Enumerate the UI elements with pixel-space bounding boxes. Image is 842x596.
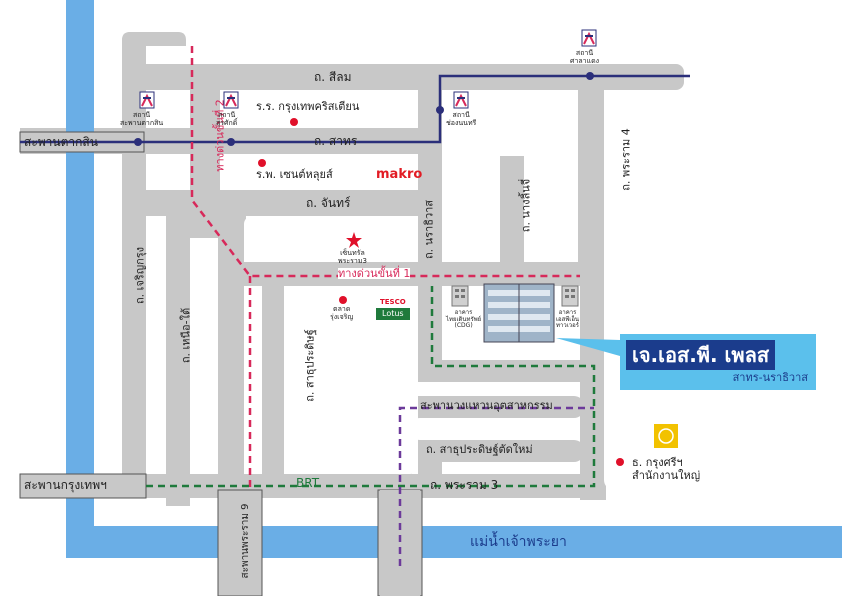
label-taksin-bridge: สะพานตากสิน [24,135,98,149]
label-exp2: ทางด่วนขั้นที่ 2 [213,99,227,172]
road-nang-linchi [500,156,524,266]
stop-chong-nonsi [436,106,444,114]
ss-tower-building-icon [561,285,579,307]
marker-talad-rungcharoen [339,296,347,304]
label-sathupradit-new: ถ. สาธุประดิษฐ์ตัดใหม่ [426,443,533,456]
place-markers [258,118,624,466]
bts-logo-surasak [223,91,239,109]
jsp-place-subtitle: สาทร-นราธิวาส [732,371,808,384]
station-taksin-label: สถานี สะพานตากสิน [120,111,164,127]
stop-surasak [227,138,235,146]
road-rama3 [20,474,606,498]
label-nang-linchi: ถ. นางลิ้นจี่ [519,178,533,233]
jsp-place-building [483,283,555,343]
label-nuea-tai: ถ. เหนือ-ใต้ [179,307,193,364]
label-makro: makro [376,167,423,182]
label-tesco: TESCO [380,298,406,306]
label-narathiwat: ถ. นราธิวาส [422,199,436,260]
label-rama4: ถ. พระราม 4 [619,128,633,191]
krungsri-logo [654,424,678,448]
label-krungthep-bridge: สะพานกรุงเทพฯ [24,478,107,492]
label-saint-louis: ร.พ. เซนต์หลุยส์ [256,168,333,181]
road-silom [122,64,682,90]
bridge-krungthep [19,473,147,499]
station-chong-nonsi-label: สถานี ช่องนนทรี [446,111,477,127]
station-surasak-label: สถานี สุรศักดิ์ [216,111,238,127]
label-river: แม่น้ำเจ้าพระยา [470,534,567,550]
road-building-band [440,360,600,382]
bts-logo-taksin [139,91,155,109]
label-exp1: ทางด่วนขั้นที่ 1 [338,267,411,280]
central-rama3-logo [346,232,362,248]
stop-taksin [134,138,142,146]
label-rama3: ถ. พระราม 3 [430,478,499,492]
label-sathorn: ถ. สาทร [314,134,358,148]
road-sathupradit [262,286,284,486]
bts-station-logos [139,29,597,109]
ring-road-line [398,406,594,566]
label-talad-rungcharoen: ตลาด รุ่งเจริญ [330,305,354,321]
road-chan [122,190,442,216]
cdg-building-icon [451,285,469,307]
stop-sala-daeng [586,72,594,80]
label-lotus: Lotus [382,309,404,318]
callout-pointer [556,338,620,356]
label-krungsri: ธ. กรุงศรีฯ สำนักงานใหญ่ [632,456,701,483]
bridge-rama9 [217,489,263,596]
road-sathupradit-new [388,440,584,462]
bts-stops [134,72,594,146]
road-exp2 [190,90,220,210]
label-sathupradit: ถ. สาธุประดิษฐ์ [303,329,317,402]
label-charoen-krung: ถ. เจริญกรุง [133,246,147,305]
jsp-place-title: เจ.เอส.พี. เพลส [626,340,776,370]
lotus-logo-box [376,308,410,320]
label-cdg: อาคาร ไทยเดินทรัพย์ (CDG) [446,309,482,330]
bts-logo-sala-daeng [581,29,597,47]
road-nuea-tai [166,216,190,506]
label-ring-bridge: สะพานวงแหวนอุตสาหกรรม [420,399,553,412]
brt-line [146,286,596,488]
road-rama4 [578,64,604,284]
label-chan: ถ. จันทร์ [306,196,351,210]
marker-bangkok-christian [290,118,298,126]
road-mid-left [166,216,246,238]
label-rama9-bridge: สะพานพระราม 9 [240,503,251,579]
label-silom: ถ. สีลม [314,70,352,84]
city-blocks [146,90,684,490]
label-central-rama3: เซ็นทรัล พระราม3 [338,249,367,265]
bridge-ring-cover [380,490,420,596]
label-bangkok-christian: ร.ร. กรุงเทพคริสเตียน [256,100,360,113]
expressway [190,46,580,490]
marker-saint-louis [258,159,266,167]
bts-logo-chong-nonsi [453,91,469,109]
station-sala-daeng-label: สถานี ศาลาแดง [570,49,600,65]
jsp-place-callout: เจ.เอส.พี. เพลส สาทร-นราธิวาส [620,334,816,390]
marker-krungsri [616,458,624,466]
road-network [20,32,684,596]
label-brt: BRT [296,476,320,490]
label-ss-tower: อาคาร เอสพีเอ็น ทาวเวอร์ [556,309,580,330]
